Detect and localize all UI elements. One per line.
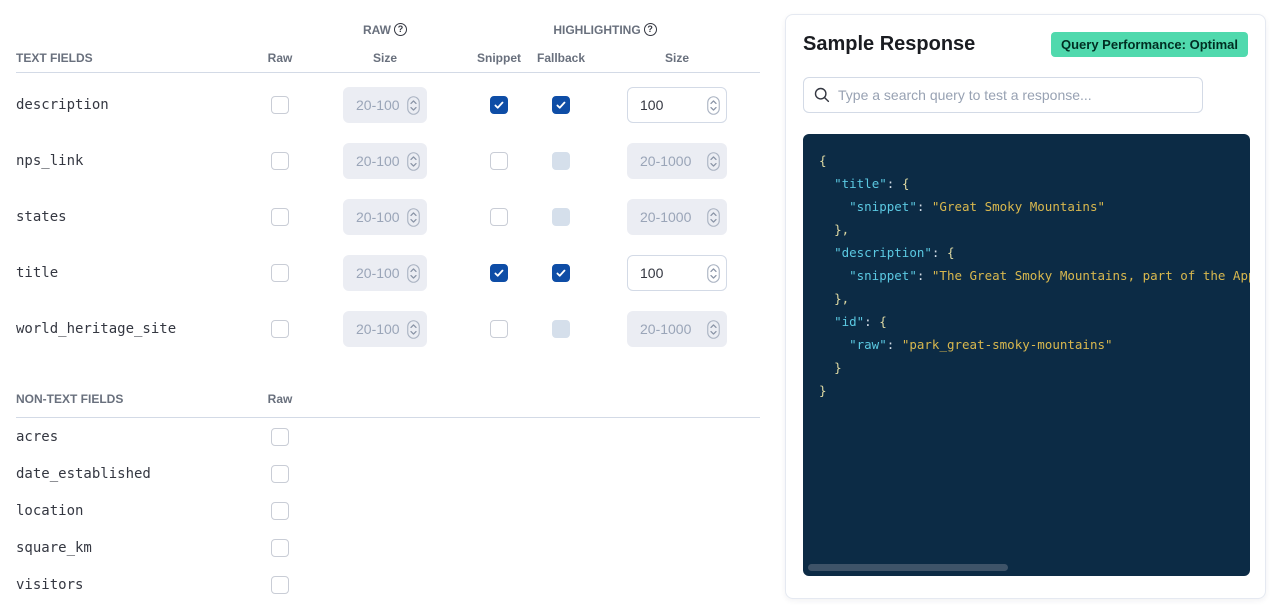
card-title: Sample Response (803, 33, 976, 55)
field-name: square_km (16, 539, 92, 556)
field-name: title (16, 265, 59, 281)
text-fields-section-header: TEXT FIELDS (16, 50, 93, 65)
search-bar (803, 77, 1203, 113)
raw-checkbox[interactable] (271, 320, 289, 338)
group-header-row: RAW ? HIGHLIGHTING ? (16, 16, 760, 43)
raw-size-field (343, 255, 427, 291)
non-text-fields-section-header: NON-TEXT FIELDS (16, 392, 124, 406)
raw-size-input (343, 143, 427, 179)
raw-checkbox[interactable] (271, 427, 289, 446)
column-header-highlight-size: Size (664, 50, 689, 65)
query-performance-badge: Query Performance: Optimal (1051, 32, 1248, 57)
raw-help-icon[interactable]: ? (394, 23, 407, 36)
table-row: title (16, 245, 760, 301)
check-icon (494, 101, 504, 109)
table-row: description (16, 77, 760, 133)
highlight-size-field (627, 199, 727, 235)
raw-size-field (343, 143, 427, 179)
text-fields-rows: description nps_link (16, 73, 760, 357)
field-name: world_heritage_site (16, 321, 177, 337)
column-header-raw-size: Size (372, 50, 397, 65)
divider (16, 72, 760, 73)
check-icon (556, 101, 566, 109)
raw-checkbox[interactable] (271, 464, 289, 483)
highlight-size-input (627, 199, 727, 235)
raw-checkbox[interactable] (271, 208, 289, 226)
field-name: states (16, 209, 67, 225)
snippet-checkbox[interactable] (490, 152, 508, 170)
column-header-fallback: Fallback (536, 50, 586, 65)
table-row: acres (16, 418, 760, 455)
field-name: visitors (16, 576, 84, 593)
highlight-size-input (627, 311, 727, 347)
text-fields-header-row: TEXT FIELDS Raw Size Snippet Fallback Si… (16, 43, 760, 72)
fallback-checkbox (552, 320, 570, 338)
table-row: nps_link (16, 133, 760, 189)
check-icon (556, 269, 566, 277)
divider (16, 417, 760, 418)
table-row: date_established (16, 455, 760, 492)
sample-response-card: Sample Response Query Performance: Optim… (785, 14, 1266, 599)
table-row: states (16, 189, 760, 245)
table-row: location (16, 492, 760, 529)
highlight-size-field (627, 143, 727, 179)
raw-checkbox[interactable] (271, 538, 289, 557)
fallback-checkbox[interactable] (552, 264, 570, 282)
table-row: world_heritage_site (16, 301, 760, 357)
field-name: description (16, 97, 109, 113)
response-code-block[interactable]: { "title": { "snippet": "Great Smoky Mou… (803, 134, 1250, 576)
field-name: acres (16, 428, 59, 445)
non-text-fields-header-row: NON-TEXT FIELDS Raw (16, 381, 760, 417)
column-header-snippet: Snippet (477, 50, 521, 65)
raw-size-field (343, 311, 427, 347)
raw-checkbox[interactable] (271, 575, 289, 594)
raw-checkbox[interactable] (271, 501, 289, 520)
field-name: date_established (16, 465, 151, 482)
raw-checkbox[interactable] (271, 264, 289, 282)
snippet-checkbox[interactable] (490, 96, 508, 114)
non-text-fields-rows: acres date_established location square_k… (16, 418, 760, 603)
table-row: visitors (16, 566, 760, 603)
raw-checkbox[interactable] (271, 152, 289, 170)
highlight-size-input (627, 143, 727, 179)
highlight-size-input (627, 87, 727, 123)
field-name: location (16, 502, 84, 519)
column-header-raw: Raw (267, 50, 293, 65)
raw-size-input (343, 199, 427, 235)
response-json: { "title": { "snippet": "Great Smoky Mou… (819, 153, 1250, 398)
raw-size-input (343, 311, 427, 347)
highlight-size-field (627, 311, 727, 347)
highlighting-group-header: HIGHLIGHTING (553, 22, 641, 37)
snippet-checkbox[interactable] (490, 208, 508, 226)
fallback-checkbox[interactable] (552, 96, 570, 114)
raw-checkbox[interactable] (271, 96, 289, 114)
highlight-size-field[interactable] (627, 87, 727, 123)
highlight-size-input (627, 255, 727, 291)
highlight-size-field[interactable] (627, 255, 727, 291)
raw-size-input (343, 87, 427, 123)
snippet-checkbox[interactable] (490, 320, 508, 338)
highlighting-help-icon[interactable]: ? (643, 23, 657, 36)
raw-size-input (343, 255, 427, 291)
fallback-checkbox (552, 152, 570, 170)
fallback-checkbox (552, 208, 570, 226)
column-header-raw: Raw (267, 392, 293, 406)
raw-size-field (343, 199, 427, 235)
raw-group-header: RAW (363, 22, 391, 37)
search-input[interactable] (838, 87, 1192, 103)
table-row: square_km (16, 529, 760, 566)
snippet-checkbox[interactable] (490, 264, 508, 282)
raw-size-field (343, 87, 427, 123)
field-name: nps_link (16, 153, 84, 169)
check-icon (494, 269, 504, 277)
field-config-table: RAW ? HIGHLIGHTING ? TEXT FIELDS Raw Siz… (16, 16, 760, 603)
horizontal-scrollbar-thumb[interactable] (808, 564, 1008, 571)
search-icon (814, 87, 830, 103)
